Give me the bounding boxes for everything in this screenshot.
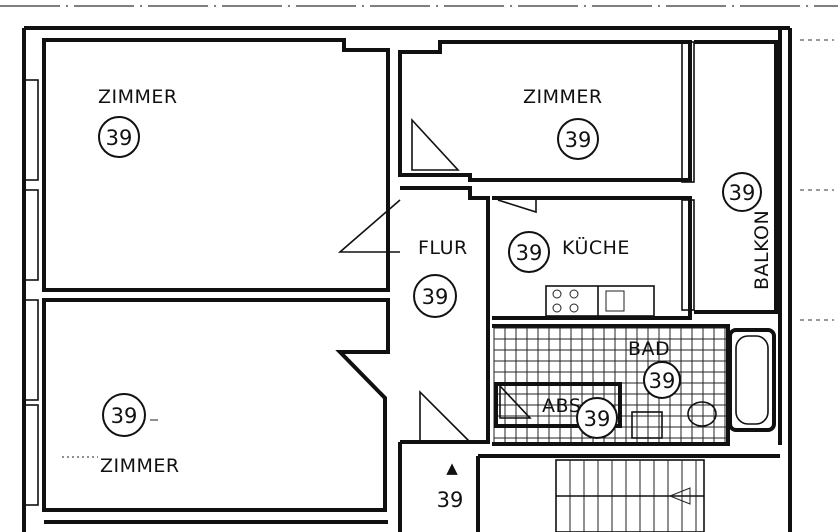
balkon-badge [722, 172, 762, 212]
room-kueche: 39 KÜCHE [492, 196, 692, 320]
bad-number: 39 [649, 369, 676, 393]
room-zimmer-top-left: ZIMMER 39 [42, 38, 390, 292]
kueche-badge [508, 231, 550, 273]
bad-fixtures [631, 401, 717, 439]
right-margin-marks [800, 39, 834, 321]
room-balkon: 39 BALKON [694, 40, 778, 314]
zimmer-bottom-left-number: 39 [111, 404, 138, 428]
flur-label: FLUR [418, 237, 468, 259]
entrance-number: 39 [437, 488, 464, 512]
room-flur: FLUR 39 [337, 186, 490, 444]
entrance-symbol: ▲ [446, 459, 458, 477]
balkon-number: 39 [729, 181, 756, 205]
zimmer-top-left-label: ZIMMER [98, 86, 178, 108]
zimmer-top-left-number: 39 [106, 126, 133, 150]
kitchen-counter [545, 285, 655, 317]
staircase [555, 459, 705, 532]
bad-label: BAD [628, 338, 670, 360]
abs-badge [576, 397, 618, 439]
zimmer-top-right-number: 39 [565, 128, 592, 152]
abs-label: ABS [542, 395, 581, 417]
flur-badge [413, 274, 457, 318]
zimmer-top-right-label: ZIMMER [523, 86, 603, 108]
entrance-area: ▲ 39 [398, 442, 780, 532]
zimmer-bottom-left-label: ZIMMER [100, 455, 180, 477]
kueche-number: 39 [516, 241, 543, 265]
abs-number: 39 [584, 407, 611, 431]
zimmer-top-left-badge [98, 116, 140, 158]
balkon-label: BALKON [751, 210, 773, 290]
room-zimmer-top-right: ZIMMER 39 [398, 40, 692, 182]
bad-badge [643, 361, 681, 399]
room-abs: ABS 39 [494, 382, 622, 439]
kueche-label: KÜCHE [562, 236, 630, 259]
zimmer-top-right-badge [557, 118, 599, 160]
zimmer-bottom-left-badge [102, 393, 146, 437]
flur-number: 39 [422, 285, 449, 309]
left-windows [23, 79, 39, 506]
bathtub [728, 328, 776, 432]
room-zimmer-bottom-left: 39 ZIMMER [42, 298, 390, 512]
